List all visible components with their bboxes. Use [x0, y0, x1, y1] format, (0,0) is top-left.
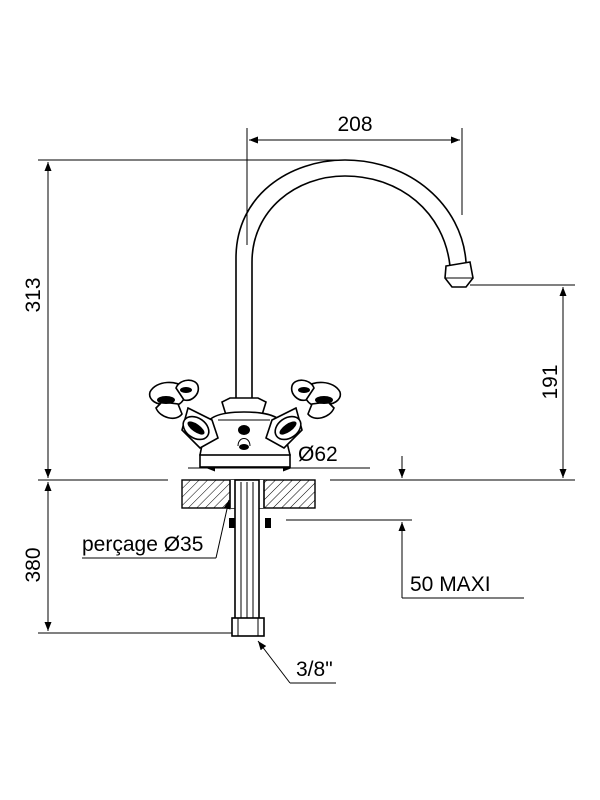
outlet-height-dimension: 191 [470, 284, 575, 478]
max-thickness-label: 50 MAXI [410, 573, 491, 596]
drilling-callout: perçage Ø35 [82, 499, 231, 559]
drilling-label: perçage Ø35 [82, 533, 203, 556]
under-counter-label: 380 [22, 547, 45, 582]
left-cross-handle [148, 379, 219, 449]
right-cross-handle [265, 379, 342, 449]
under-counter-dimension: 380 [22, 482, 240, 634]
reach-label: 208 [337, 113, 372, 136]
connection-callout: 3/8" [257, 640, 336, 684]
base-diameter-callout: Ø62 [188, 443, 370, 472]
reach-dimension: 208 [246, 113, 463, 245]
connection-label: 3/8" [296, 658, 333, 681]
faucet-body [199, 397, 291, 468]
supply-shank [229, 479, 271, 637]
spout [235, 159, 474, 400]
base-diameter-label: Ø62 [298, 443, 338, 466]
height-label: 313 [22, 277, 45, 312]
max-thickness-dimension: 50 MAXI [286, 456, 524, 599]
height-dimension: 313 [22, 159, 345, 478]
countertop [38, 479, 575, 509]
outlet-height-label: 191 [539, 364, 562, 399]
